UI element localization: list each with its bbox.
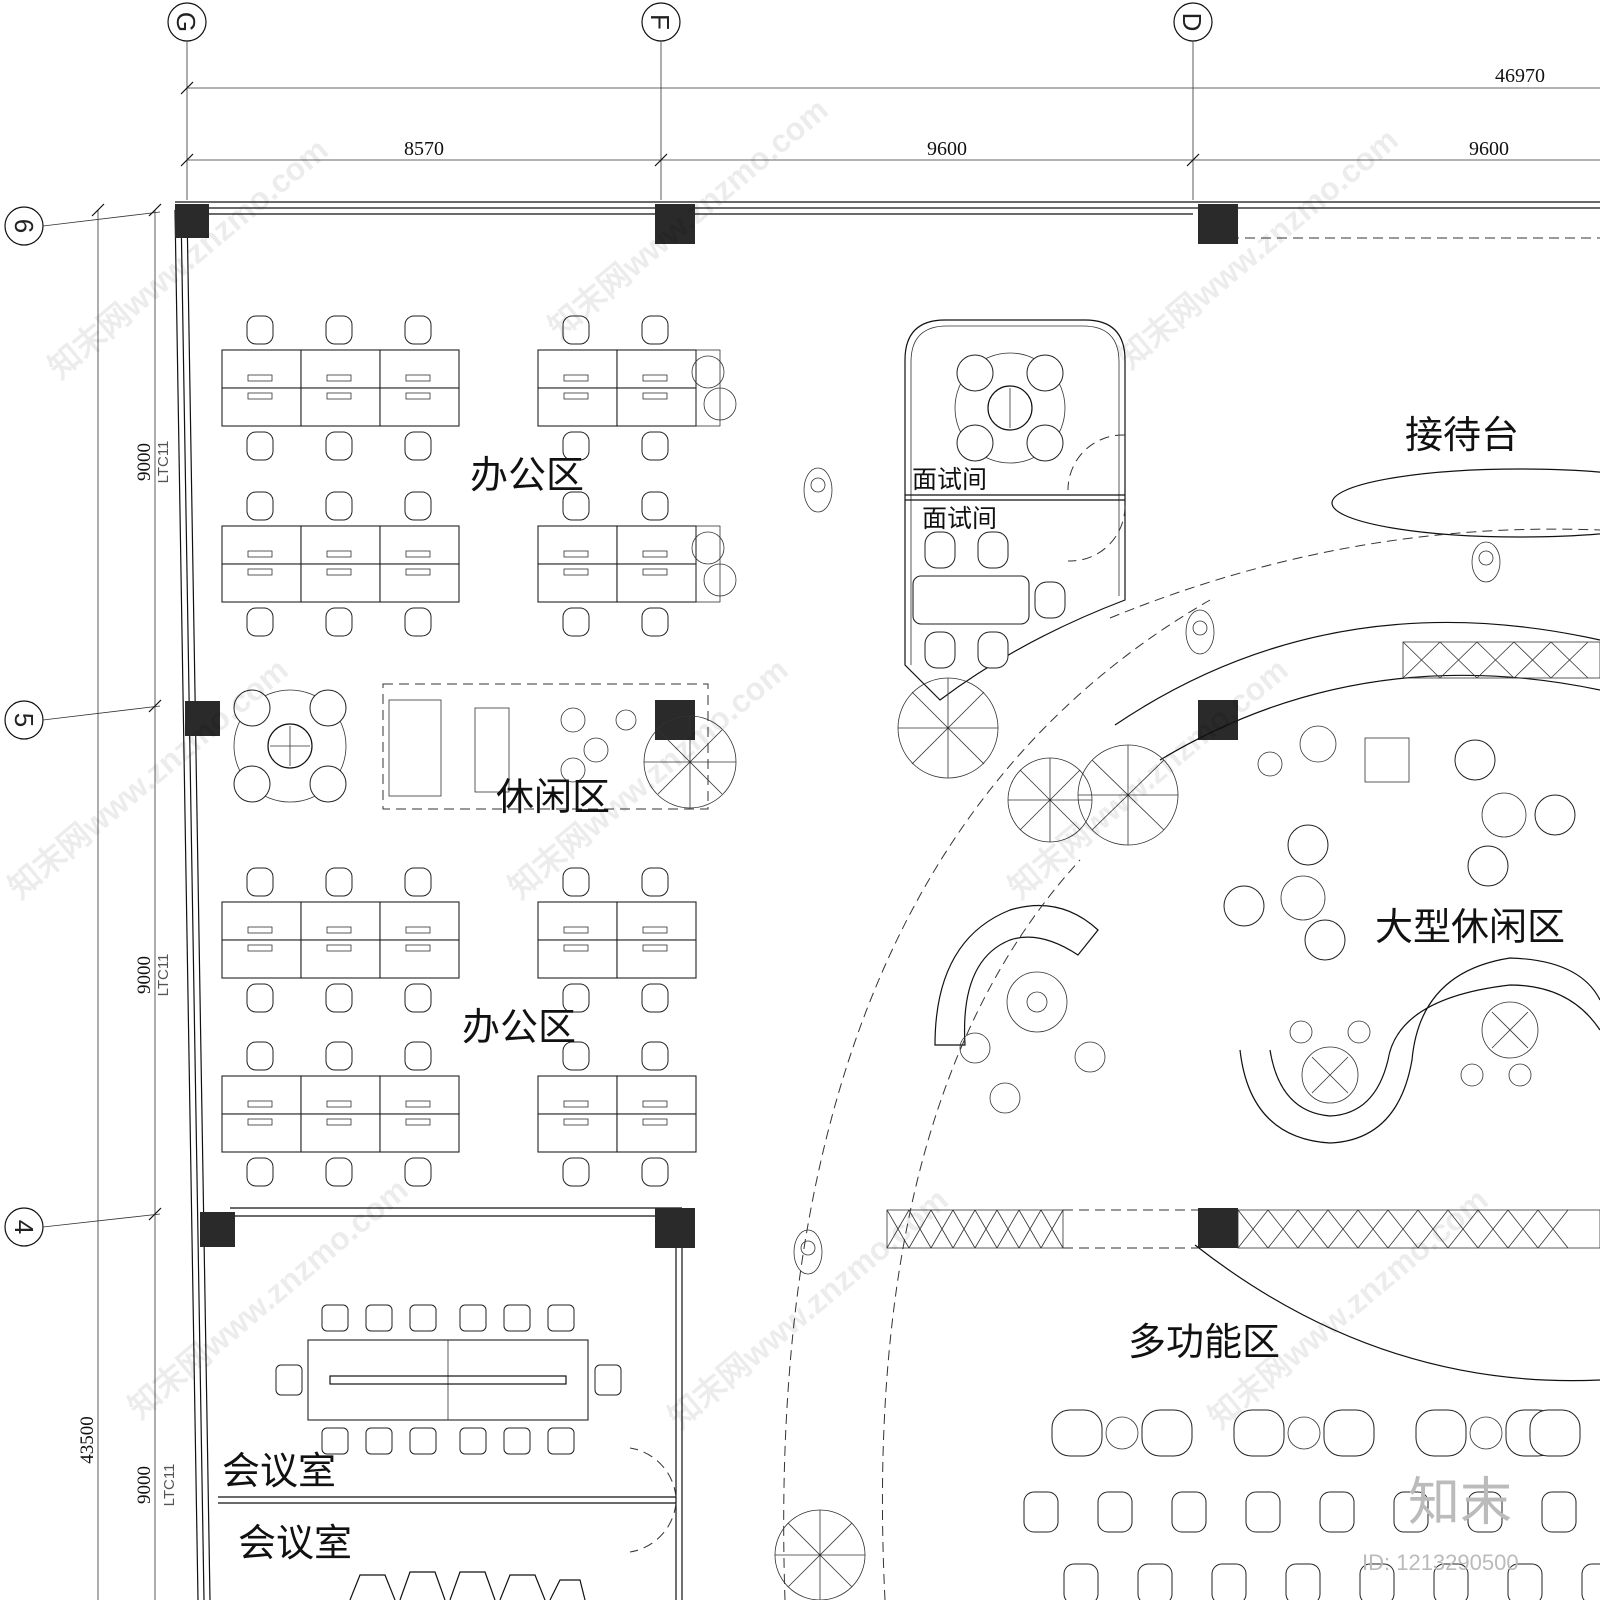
room-labels: 办公区 办公区 休闲区 面试间 面试间 接待台 大型休闲区 多功能区 会议室 会… [222, 413, 1565, 1565]
dim-span-3: 9600 [1469, 138, 1509, 160]
dim-total-width: 46970 [1495, 65, 1545, 87]
reception-desk [1109, 468, 1600, 619]
label-large-lounge: 大型休闲区 [1375, 905, 1565, 949]
image-id: ID: 1213290500 [1362, 1550, 1519, 1575]
column-axis-f: F [641, 2, 681, 200]
row-axis-5: 5 [4, 700, 161, 740]
watermark-text-2: 知末网www.znzmo.com [541, 91, 834, 345]
row-axis-4: 4 [4, 1207, 161, 1247]
axis-label-5: 5 [9, 713, 39, 727]
dim-span-2: 9600 [927, 138, 967, 160]
dim-span-1: 8570 [404, 138, 444, 160]
interview-rooms [904, 319, 1126, 701]
column-axis-g: G [167, 2, 207, 200]
people-figures [793, 467, 1501, 1275]
multi-function-seating [1023, 1409, 1600, 1600]
dimension-left: 9000 LTC11 9000 LTC11 9000 LTC11 43500 [77, 203, 178, 1600]
label-office-1: 办公区 [470, 453, 584, 497]
axis-label-f: F [645, 14, 675, 30]
watermark-text-6: 知末网www.znzmo.com [1001, 651, 1294, 905]
label-lounge: 休闲区 [496, 775, 610, 819]
row-axis-6: 6 [4, 206, 161, 246]
lounge-area [382, 683, 709, 810]
watermark-text-1: 知末网www.znzmo.com [41, 131, 334, 385]
dimension-top: 46970 8570 9600 9600 [180, 65, 1600, 167]
label-meeting-2: 会议室 [238, 1521, 352, 1565]
label-meeting-1: 会议室 [222, 1449, 336, 1493]
ltc-label-2: LTC11 [155, 954, 172, 997]
axis-label-6: 6 [9, 219, 39, 233]
plants [643, 677, 1179, 1600]
label-reception: 接待台 [1405, 413, 1519, 457]
dim-total-height: 43500 [77, 1416, 98, 1464]
exterior-walls [174, 201, 1600, 1600]
dim-row-1: 9000 [134, 443, 155, 481]
label-interview-1: 面试间 [912, 465, 987, 494]
label-interview-2: 面试间 [922, 504, 997, 533]
axis-label-4: 4 [9, 1220, 39, 1234]
ltc-label-1: LTC11 [155, 441, 172, 484]
meeting-table [275, 1304, 622, 1600]
round-table-left [233, 689, 347, 803]
large-lounge-zone [783, 599, 1600, 1600]
dim-row-3: 9000 [134, 1466, 155, 1504]
logo-text: 知末 [1408, 1473, 1512, 1533]
watermark-text-8: 知末网www.znzmo.com [661, 1181, 954, 1435]
axis-label-d: D [1177, 13, 1207, 32]
axis-label-g: G [171, 12, 201, 32]
label-office-2: 办公区 [462, 1005, 576, 1049]
lattice-partition [886, 1209, 1600, 1249]
ltc-label-3: LTC11 [161, 1464, 178, 1507]
brand-logo: 知末 ID: 1213290500 [1362, 1473, 1519, 1575]
dim-row-2: 9000 [134, 956, 155, 994]
label-multi-function: 多功能区 [1128, 1320, 1280, 1364]
office-desks [221, 315, 737, 1187]
watermark-text-3: 知末网www.znzmo.com [1111, 121, 1404, 375]
structural-columns [175, 204, 1238, 1248]
column-axis-d: D [1173, 2, 1213, 200]
